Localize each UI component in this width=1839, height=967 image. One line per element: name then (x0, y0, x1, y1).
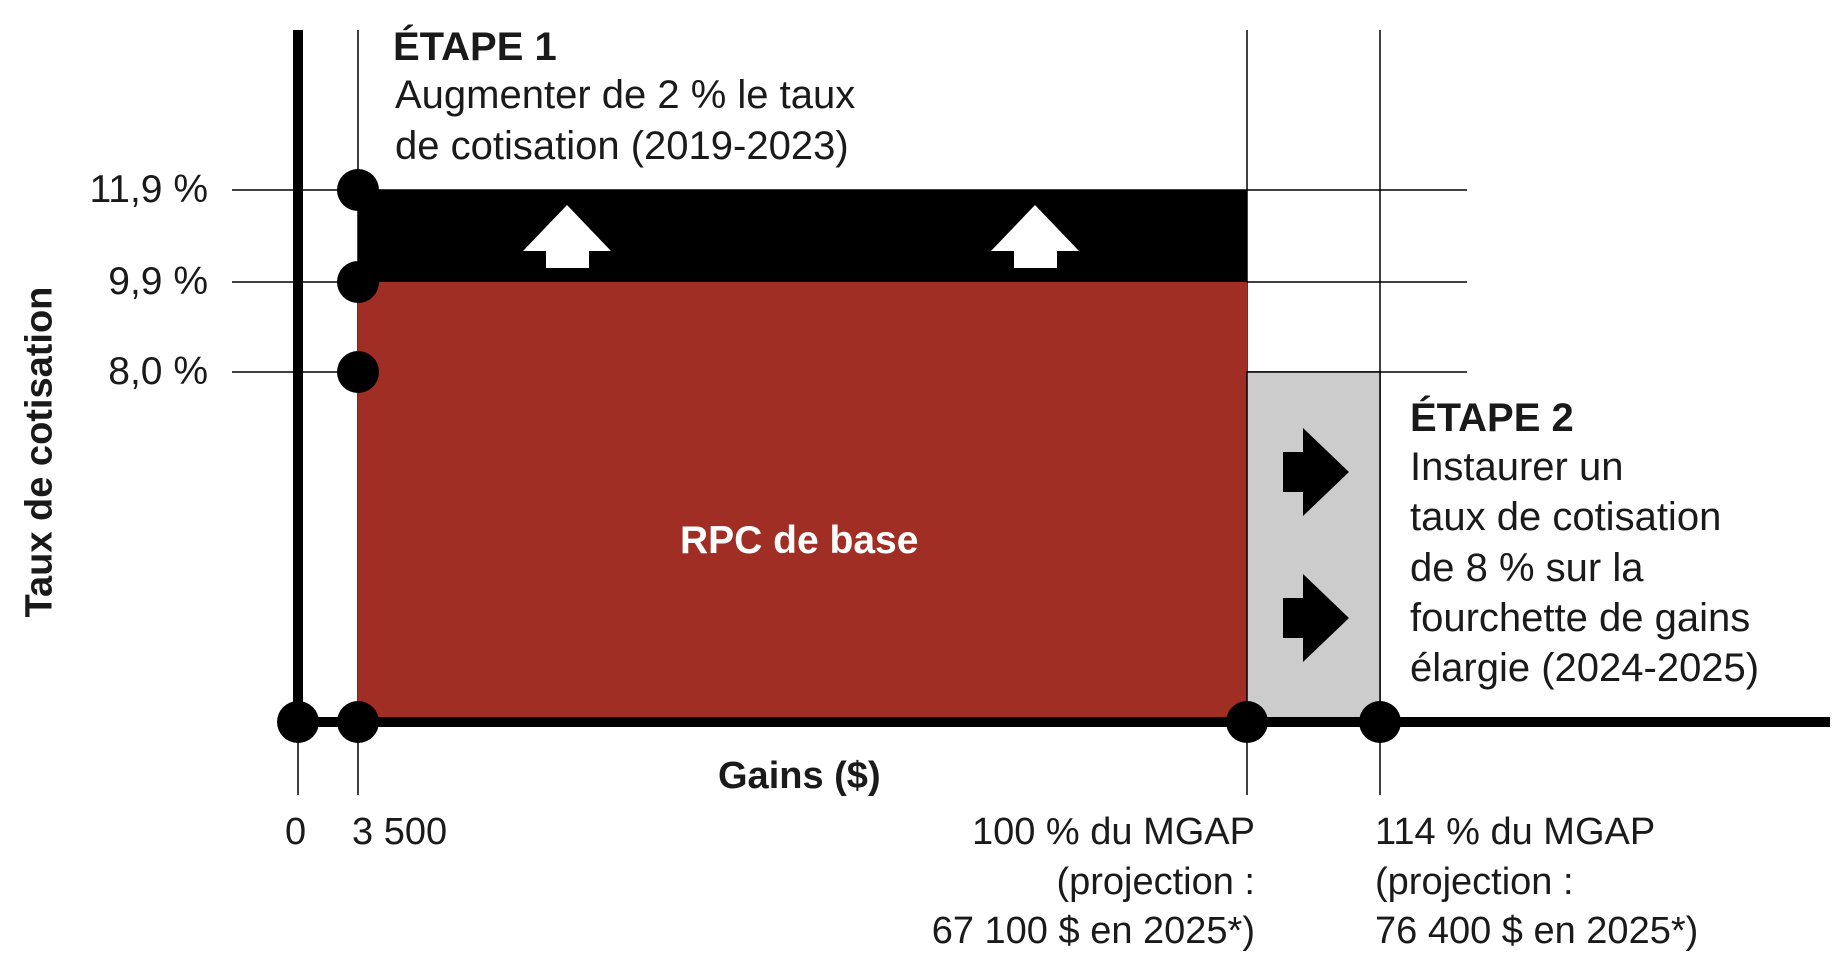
up-arrow-icon (523, 205, 611, 268)
x-axis-label: Gains ($) (718, 755, 881, 797)
step1-text-line2: de cotisation (2019-2023) (395, 124, 849, 168)
y-tick-8-0: 8,0 % (108, 350, 208, 393)
x-tick-114-mgap-line1: 114 % du MGAP (1375, 811, 1656, 853)
up-arrow-icon (991, 205, 1079, 268)
y-axis-label: Taux de cotisation (18, 286, 61, 618)
base-cpp-region (358, 282, 1247, 722)
step2-title: ÉTAPE 2 (1410, 396, 1574, 440)
base-cpp-label: RPC de base (680, 519, 919, 562)
dot-114-mgap (1359, 701, 1401, 743)
right-arrow-icon (1283, 428, 1349, 516)
step2-text-line3: de 8 % sur la (1410, 546, 1644, 590)
x-tick-114-mgap-line3: 76 400 $ en 2025*) (1375, 910, 1699, 952)
dot-8-0 (337, 351, 379, 393)
step2-text-line5: élargie (2024-2025) (1410, 646, 1760, 690)
x-tick-100-mgap-line3: 67 100 $ en 2025*) (931, 910, 1255, 952)
dot-100-mgap (1226, 701, 1268, 743)
step1-title: ÉTAPE 1 (393, 25, 557, 69)
x-tick-0: 0 (285, 811, 307, 853)
y-tick-11-9: 11,9 % (89, 168, 208, 211)
right-arrow-icon (1283, 574, 1349, 662)
dot-origin (277, 701, 319, 743)
dot-11-9 (337, 169, 379, 211)
x-tick-100-mgap-line1: 100 % du MGAP (971, 811, 1255, 853)
dot-9-9 (337, 261, 379, 303)
y-tick-9-9: 9,9 % (108, 260, 208, 303)
step1-text-line1: Augmenter de 2 % le taux (395, 73, 856, 117)
step2-text-line2: taux de cotisation (1410, 495, 1722, 539)
earnings-extension-region (1246, 371, 1381, 723)
dot-3500 (337, 701, 379, 743)
rate-increase-region (358, 190, 1247, 282)
x-tick-3500: 3 500 (352, 811, 448, 853)
x-tick-114-mgap-line2: (projection : (1375, 861, 1574, 903)
step2-text-line4: fourchette de gains (1410, 596, 1751, 640)
x-tick-100-mgap-line2: (projection : (1056, 861, 1255, 903)
step2-text-line1: Instaurer un (1410, 445, 1624, 489)
